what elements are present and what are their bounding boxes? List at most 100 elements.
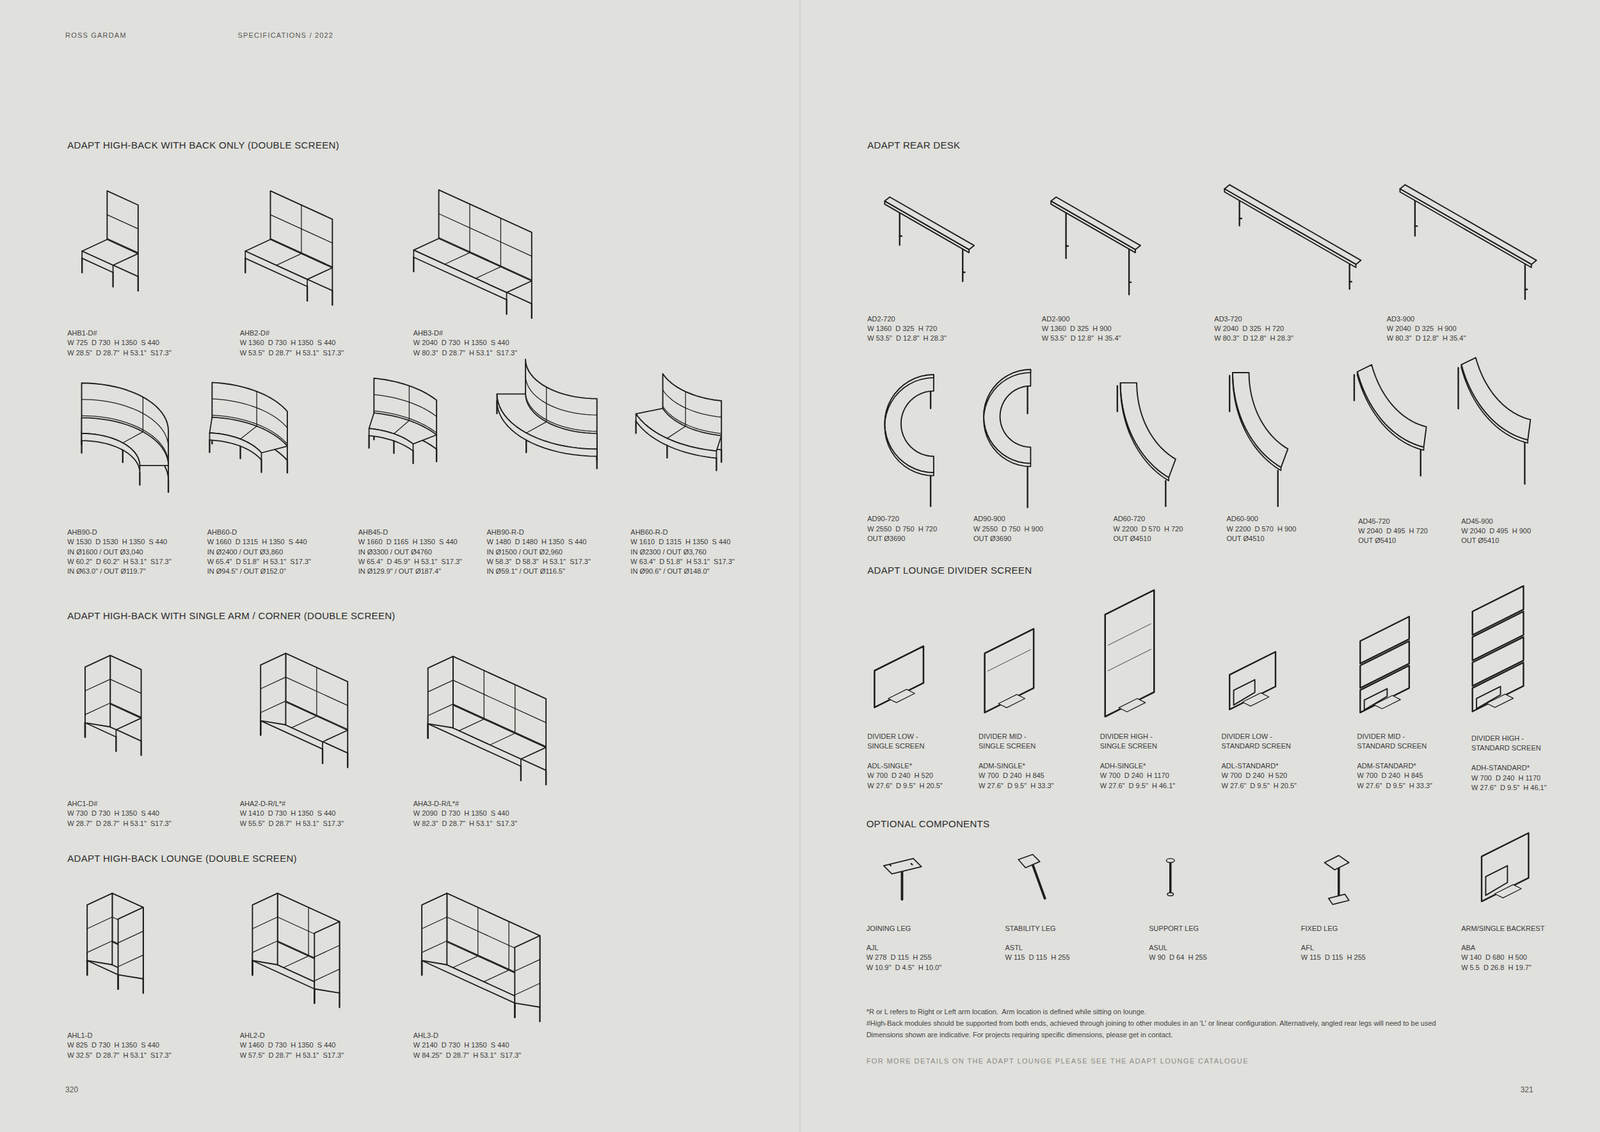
label-holder: W 700 D 240 H 845 xyxy=(1357,771,1424,780)
label-holder: ADH-STANDARD* xyxy=(1471,763,1530,772)
desk-illustration xyxy=(884,197,975,282)
label-holder: W 65.4" D 51.8" H 53.1" S17.3" xyxy=(207,557,312,566)
outline xyxy=(314,944,340,957)
spec-text: JOINING LEG xyxy=(866,924,912,932)
spec-text: DIVIDER LOW - xyxy=(867,732,918,740)
spec-text: W 2550 D 750 H 900 xyxy=(973,524,1044,533)
leg xyxy=(596,456,598,469)
leg xyxy=(1116,385,1119,412)
desk-edge xyxy=(1461,364,1528,443)
spec-text: DIVIDER HIGH - xyxy=(1471,734,1524,742)
label-holder: ADAPT HIGH-BACK WITH SINGLE ARM / CORNER… xyxy=(67,609,395,622)
leg xyxy=(306,286,308,301)
outline xyxy=(1415,225,1417,227)
label-holder: FIXED LEG xyxy=(1301,924,1338,933)
leg xyxy=(286,460,288,473)
label-holder: W 28.7" D 28.7" H 53.1" S17.3" xyxy=(67,819,171,828)
curved-desk-illustration xyxy=(983,369,1031,507)
spec-text: AHA2-D-R/L*# xyxy=(240,799,287,808)
spec-text: OUT Ø4510 xyxy=(1112,534,1151,543)
leg xyxy=(412,257,415,272)
leg xyxy=(525,439,527,452)
label-holder: W 2040 D 730 H 1350 S 440 xyxy=(413,338,510,347)
leg xyxy=(513,1002,516,1017)
label-holder: IN Ø1500 / OUT Ø2,960 xyxy=(487,547,563,557)
leg xyxy=(117,974,119,989)
spec-text: ARM/SINGLE BACKREST xyxy=(1461,924,1545,932)
label-holder: W 1360 D 730 H 1350 S 440 xyxy=(240,338,336,347)
leg xyxy=(338,992,340,1007)
leg xyxy=(899,209,901,246)
spec-text: W 2200 D 570 H 720 xyxy=(1112,524,1183,533)
outline xyxy=(276,253,302,265)
spec-text: W 65.4" D 45.9" H 53.1" S17.3" xyxy=(358,557,463,566)
spec-text: AD90-900 xyxy=(973,514,1006,523)
spec-text: IN Ø1600 / OUT Ø3,040 xyxy=(67,547,143,556)
spec-text: IN Ø59.1" / OUT Ø116.5" xyxy=(487,567,566,575)
desk-edge xyxy=(1224,188,1356,268)
label-holder: W 825 D 730 H 1350 S 440 xyxy=(67,1040,160,1049)
spec-text: AHA3-D-R/L*# xyxy=(413,799,460,808)
label-holder: W 1460 D 730 H 1350 S 440 xyxy=(240,1040,336,1049)
outline xyxy=(106,214,138,229)
label-holder: AD3-720 xyxy=(1214,314,1242,324)
leg xyxy=(321,748,324,763)
desk-top xyxy=(1224,184,1361,265)
spec-text: OUT Ø4510 xyxy=(1226,534,1264,543)
spec-text: W 55.5" D 28.7" H 53.1" S17.3" xyxy=(240,819,344,827)
side-screen xyxy=(314,920,340,993)
spec-text: W 700 D 240 H 520 xyxy=(867,771,934,779)
page-fold xyxy=(799,0,801,1132)
support-leg-illustration xyxy=(1166,858,1175,896)
disc xyxy=(1167,892,1174,896)
label-holder: DIVIDER HIGH - xyxy=(1471,734,1524,743)
label-holder: W 1660 D 1165 H 1350 S 440 xyxy=(358,537,458,546)
label-holder: DIVIDER MID - xyxy=(978,732,1027,741)
foot xyxy=(1242,692,1269,706)
label-holder: W 1530 D 1530 H 1350 S 440 xyxy=(67,537,168,546)
label-holder: DIVIDER LOW - xyxy=(867,732,918,741)
outline xyxy=(393,420,409,434)
spec-text: W 57.5" D 28.7" H 53.1" S17.3" xyxy=(240,1050,344,1059)
plate xyxy=(1018,854,1040,868)
leg xyxy=(1337,865,1341,897)
leg xyxy=(84,722,86,737)
label-holder: W 2200 D 570 H 900 xyxy=(1226,524,1296,534)
spec-text: ASTL xyxy=(1004,943,1023,952)
label-holder: W 80.3" D 12.8" H 28.3" xyxy=(1214,334,1294,343)
sofa-illustration xyxy=(245,190,333,305)
foot xyxy=(888,689,915,703)
leg xyxy=(545,769,547,784)
label-holder: W 1360 D 325 H 900 xyxy=(1041,324,1112,333)
label-holder: AFL xyxy=(1301,943,1314,952)
spec-text: W 63.4" D 51.8" H 53.1" S17.3" xyxy=(630,557,735,566)
spec-text: W 140 D 680 H 500 xyxy=(1461,952,1528,961)
spec-text: W 700 D 240 H 1170 xyxy=(1471,773,1541,782)
desk-illustration xyxy=(1050,197,1141,295)
spec-text: AHB1-D# xyxy=(67,328,97,337)
seat-front xyxy=(245,250,308,287)
label-holder: STANDARD SCREEN xyxy=(1471,743,1542,752)
footnote: Dimensions shown are indicative. For pro… xyxy=(866,1030,1174,1039)
label-holder: OUT Ø3690 xyxy=(973,534,1012,543)
spec-text: AHB60-R-D xyxy=(630,528,668,536)
spec-text: ADM-SINGLE* xyxy=(978,761,1026,770)
label-holder: W 90 D 64 H 255 xyxy=(1148,952,1208,962)
section-heading: OPTIONAL COMPONENTS xyxy=(866,817,991,829)
spec-text: W 82.3" D 28.7" H 53.1" S17.3" xyxy=(413,819,518,827)
stability-leg-illustration xyxy=(1018,854,1045,899)
side-screen xyxy=(514,935,540,1007)
label-holder: IN Ø129.9" / OUT Ø187.4" xyxy=(358,567,441,576)
label-holder: IN Ø2300 / OUT Ø3,760 xyxy=(630,547,706,557)
seat xyxy=(496,393,597,449)
curved-desk-illustration xyxy=(1117,382,1176,507)
label-holder: IN Ø94.5" / OUT Ø152.0" xyxy=(207,567,287,576)
leg xyxy=(239,446,241,459)
leg xyxy=(720,449,722,463)
label-holder: W 1480 D 1480 H 1350 S 440 xyxy=(487,537,587,546)
spec-text: SINGLE SCREEN xyxy=(867,741,925,750)
leg xyxy=(244,257,246,272)
divider-illustration xyxy=(1229,651,1276,710)
label-holder: JOINING LEG xyxy=(866,924,912,933)
